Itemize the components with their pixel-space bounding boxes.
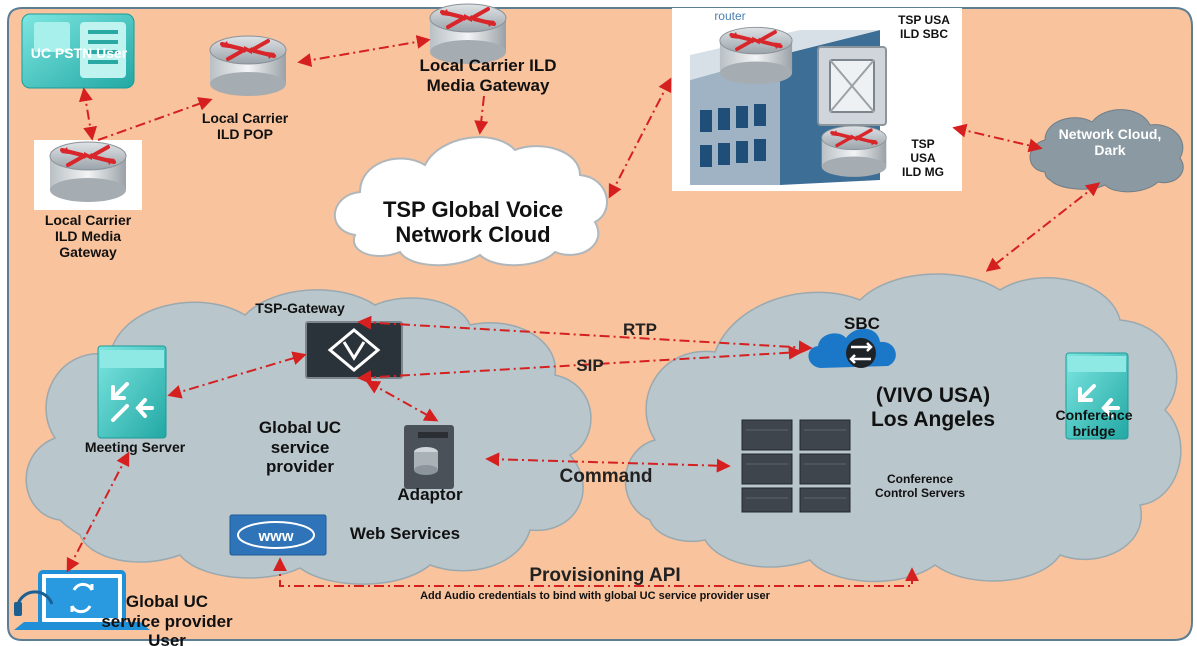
- svg-text:www: www: [257, 528, 293, 545]
- uc-pstn-user-label: UC PSTN User: [30, 45, 128, 61]
- local-carrier-mg-left-label: Local Carrier ILD Media Gateway: [44, 212, 132, 261]
- server-rack-icon: [741, 419, 851, 513]
- router-tag-label: router: [714, 9, 746, 23]
- global-uc-user-label: Global UC service provider User: [101, 592, 233, 646]
- phone-icon: [21, 13, 135, 89]
- provisioning-note-label: Add Audio credentials to bind with globa…: [420, 590, 770, 602]
- tsp-gateway-label: TSP-Gateway: [255, 300, 345, 316]
- tsp-usa-panel: [672, 8, 962, 191]
- sip-link-label: SIP: [576, 356, 604, 375]
- conference-control-label: Conference Control Servers: [874, 472, 966, 500]
- adaptor-label: Adaptor: [397, 485, 463, 504]
- web-services-icon: www: [229, 514, 327, 556]
- firewall-icon: [817, 46, 887, 126]
- router-icon: [34, 140, 142, 210]
- server-icon: [1065, 352, 1129, 440]
- server-icon: [97, 345, 167, 439]
- global-uc-sp-label: Global UC service provider: [258, 418, 342, 477]
- tsp-usa-sbc-label: TSP USA ILD SBC: [898, 13, 950, 41]
- command-link-label: Command: [559, 466, 653, 487]
- web-services-label: Web Services: [349, 524, 461, 543]
- router-icon: [718, 25, 794, 87]
- server-icon: [404, 425, 454, 489]
- tsp-usa-mg-label: TSP USA ILD MG: [902, 137, 944, 179]
- router-icon: [820, 124, 888, 179]
- sbc-label: SBC: [844, 314, 880, 333]
- local-carrier-mg-top-label: Local Carrier ILD Media Gateway: [419, 56, 557, 95]
- provisioning-api-label: Provisioning API: [529, 565, 681, 586]
- conference-bridge-label: Conference bridge: [1055, 407, 1133, 440]
- router-icon: [208, 34, 288, 98]
- tsp-global-cloud: [334, 136, 608, 267]
- switch-icon: [305, 321, 403, 379]
- tsp-global-cloud-label: TSP Global Voice Network Cloud: [382, 197, 564, 248]
- connections: [66, 34, 1101, 587]
- vivo-usa-label: (VIVO USA) Los Angeles: [870, 384, 996, 432]
- router-icon: [428, 2, 508, 66]
- network-cloud-dark-label: Network Cloud, Dark: [1058, 126, 1162, 159]
- sbc-icon: [808, 328, 896, 368]
- local-carrier-pop-label: Local Carrier ILD POP: [201, 110, 289, 143]
- rtp-link-label: RTP: [623, 320, 657, 339]
- meeting-server-label: Meeting Server: [84, 439, 186, 455]
